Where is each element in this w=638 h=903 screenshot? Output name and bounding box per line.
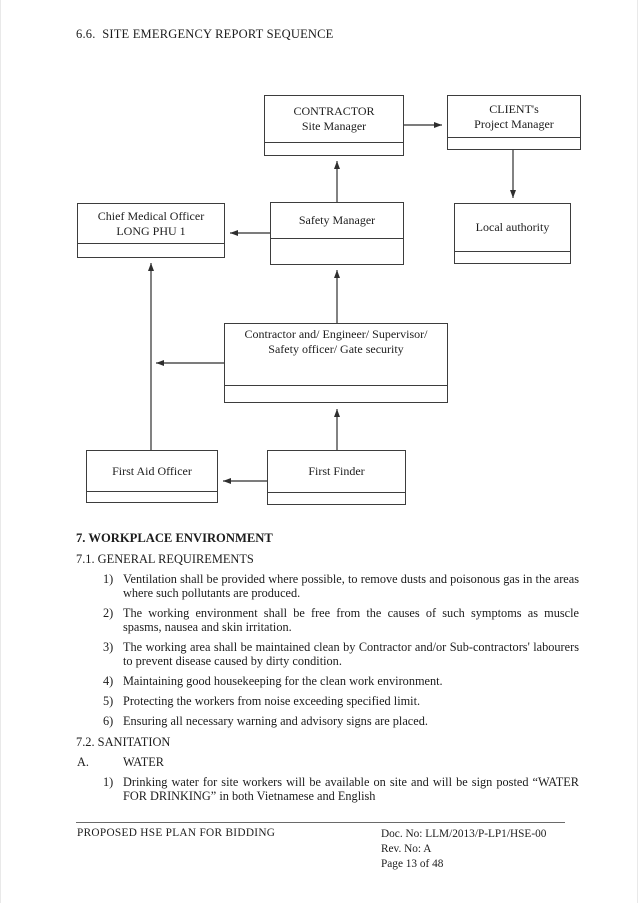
list-item: 6) Ensuring all necessary warning and ad…	[76, 714, 579, 728]
node-first-finder: First Finder	[267, 450, 406, 505]
node-sub-compartment	[448, 137, 580, 149]
node-sub-compartment	[225, 385, 447, 402]
node-sub-compartment	[455, 251, 570, 263]
item-number: 5)	[103, 694, 114, 708]
list-item: 1) Drinking water for site workers will …	[76, 775, 579, 803]
list-item: 4) Maintaining good housekeeping for the…	[76, 674, 579, 688]
item-text: Maintaining good housekeeping for the cl…	[123, 674, 443, 688]
item-number: 2)	[103, 606, 114, 620]
item-number: 1)	[103, 572, 114, 586]
node-contractor-crew: Contractor and/ Engineer/ Supervisor/ Sa…	[224, 323, 448, 403]
list-item: 5) Protecting the workers from noise exc…	[76, 694, 579, 708]
footer-doc-number: Doc. No: LLM/2013/P-LP1/HSE-00	[381, 828, 547, 840]
item-text: Ensuring all necessary warning and advis…	[123, 714, 428, 728]
node-first-aid-officer: First Aid Officer	[86, 450, 218, 503]
node-label: CONTRACTOR	[293, 104, 375, 118]
node-label: Safety officer/ Gate security	[268, 342, 404, 356]
node-sub-compartment	[78, 243, 224, 257]
footer-divider	[76, 822, 565, 823]
subsection-water: A. WATER	[76, 755, 579, 769]
node-label: First Finder	[308, 464, 365, 478]
subsection-title: WATER	[123, 755, 164, 769]
heading-sanitation: 7.2. SANITATION	[76, 735, 171, 749]
node-label: Site Manager	[301, 119, 367, 133]
item-text: Protecting the workers from noise exceed…	[123, 694, 421, 708]
heading-workplace-environment: 7. WORKPLACE ENVIRONMENT	[76, 531, 273, 545]
node-chief-medical-officer: Chief Medical Officer LONG PHU 1	[77, 203, 225, 258]
flow-diagram: CONTRACTOR Site Manager CLIENT's Project…	[1, 0, 637, 520]
node-sub-compartment	[87, 491, 217, 502]
node-label: Safety Manager	[298, 213, 376, 227]
section-title: 6.6. SITE EMERGENCY REPORT SEQUENCE	[76, 27, 334, 41]
list-item: 3) The working area shall be maintained …	[76, 640, 579, 668]
node-label: Project Manager	[474, 116, 554, 131]
node-client-project-manager: CLIENT's Project Manager	[447, 95, 581, 150]
list-item: 1) Ventilation shall be provided where p…	[76, 572, 579, 600]
item-number: 1)	[103, 775, 114, 789]
item-text: Drinking water for site workers will be …	[123, 775, 579, 803]
item-number: 4)	[103, 674, 114, 688]
node-sub-compartment	[268, 492, 405, 504]
node-label: CLIENT's	[489, 101, 539, 116]
node-label: First Aid Officer	[112, 463, 192, 478]
footer-revision: Rev. No: A	[381, 843, 432, 855]
node-local-authority: Local authority	[454, 203, 571, 264]
heading-general-requirements: 7.1. GENERAL REQUIREMENTS	[76, 552, 254, 566]
node-label: LONG PHU 1	[116, 223, 186, 238]
item-number: 6)	[103, 714, 114, 728]
footer-page-number: Page 13 of 48	[381, 858, 444, 870]
node-label: Contractor and/ Engineer/ Supervisor/	[244, 327, 428, 341]
subsection-label: A.	[77, 755, 89, 769]
item-number: 3)	[103, 640, 114, 654]
footer-doc-info: Doc. No: LLM/2013/P-LP1/HSE-00 Rev. No: …	[381, 827, 546, 872]
node-label: Local authority	[475, 220, 550, 234]
node-sub-compartment	[265, 142, 403, 155]
item-text: The working area shall be maintained cle…	[123, 640, 579, 668]
list-item: 2) The working environment shall be free…	[76, 606, 579, 634]
body-text: 7. WORKPLACE ENVIRONMENT 7.1. GENERAL RE…	[76, 531, 579, 803]
footer-document-title: PROPOSED HSE PLAN FOR BIDDING	[77, 827, 276, 839]
node-safety-manager: Safety Manager	[270, 202, 404, 265]
item-text: Ventilation shall be provided where poss…	[123, 572, 579, 600]
item-text: The working environment shall be free fr…	[123, 606, 579, 634]
node-contractor-site-manager: CONTRACTOR Site Manager	[264, 95, 404, 156]
node-sub-compartment	[271, 238, 403, 264]
node-label: Chief Medical Officer	[97, 208, 205, 223]
